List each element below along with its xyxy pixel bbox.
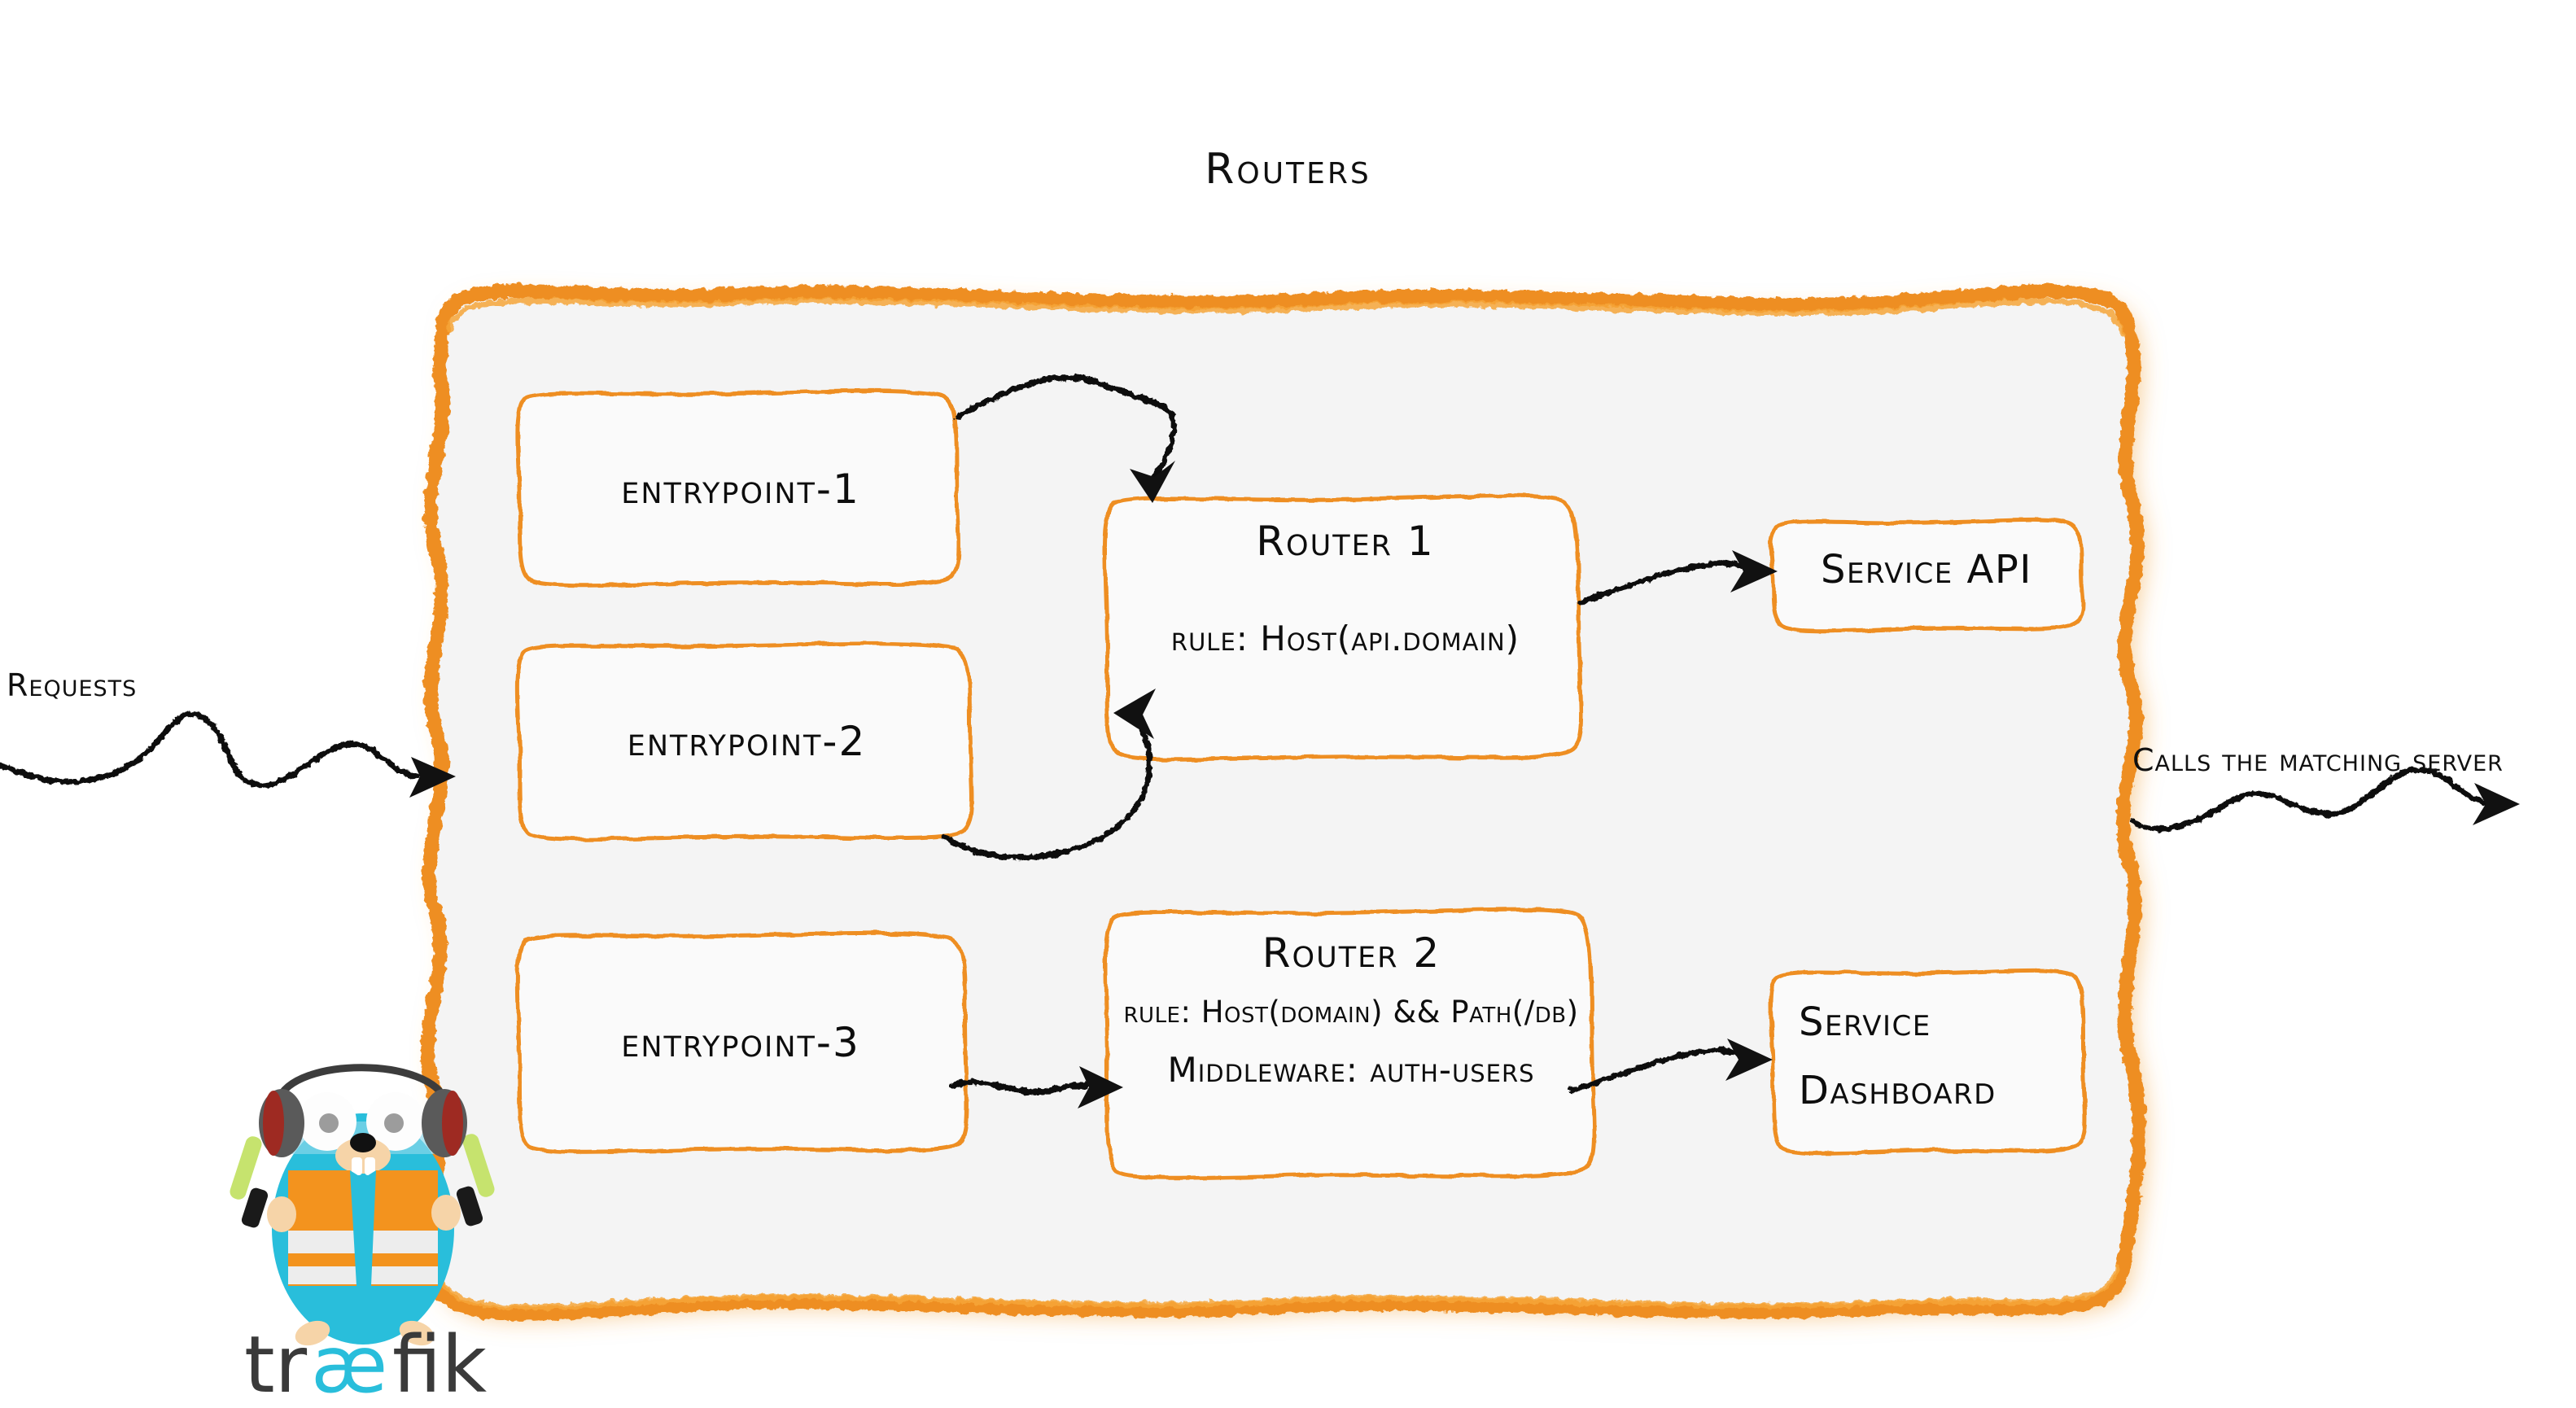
arrow-calls-server xyxy=(2129,767,2486,832)
entrypoint-2-box[interactable] xyxy=(515,641,974,842)
arrow-ep3-router2 xyxy=(949,1079,1089,1095)
arrowhead-ep1-router1 xyxy=(1130,461,1175,503)
headphone-cup-right xyxy=(422,1089,467,1157)
gopher-tooth-left xyxy=(352,1157,362,1175)
router-2-box[interactable] xyxy=(1103,907,1597,1180)
arrow-heads xyxy=(409,461,2520,1108)
traefik-gopher xyxy=(230,1064,495,1346)
gopher-tooth-right xyxy=(365,1157,375,1175)
routers-panel-border xyxy=(420,284,2146,1321)
wordmark-part2: fik xyxy=(392,1327,487,1408)
gopher-hand-left xyxy=(267,1196,296,1232)
arrowhead-router2-dashboard xyxy=(1725,1039,1773,1081)
wordmark-part1: tr xyxy=(244,1327,308,1408)
gopher-pupil-right xyxy=(384,1113,404,1133)
arrowhead-ep2-router1 xyxy=(1113,689,1156,739)
arrowhead-ep3-router2 xyxy=(1078,1066,1123,1108)
headphone-band xyxy=(274,1064,450,1106)
arrowhead-calls-server xyxy=(2473,783,2520,825)
arrowhead-requests xyxy=(409,757,456,798)
gopher-nose xyxy=(350,1133,376,1152)
arrow-router2-dashboard xyxy=(1568,1047,1750,1094)
arrow-ep1-router1 xyxy=(954,374,1177,480)
entrypoint-1-box[interactable] xyxy=(515,388,961,588)
traefik-wordmark: tr æ fik xyxy=(244,1327,487,1408)
safety-vest xyxy=(288,1170,438,1286)
requests-label: Requests xyxy=(7,667,138,703)
glow-stick-right xyxy=(456,1134,495,1227)
gopher-foot-right xyxy=(399,1320,435,1346)
glow-stick-left xyxy=(230,1136,269,1228)
calls-server-label: Calls the matching server xyxy=(2132,742,2504,778)
gopher-hand-right xyxy=(431,1195,461,1231)
arrow-ep2-router1 xyxy=(941,713,1152,861)
headphone-cup-left xyxy=(259,1089,304,1157)
arrows xyxy=(0,374,2486,1095)
gopher-foot-left xyxy=(295,1320,330,1346)
router-1-box[interactable] xyxy=(1103,493,1584,762)
arrowhead-router1-serviceapi xyxy=(1730,550,1778,592)
service-dashboard-box[interactable] xyxy=(1769,968,2088,1156)
arrow-router1-serviceapi xyxy=(1577,560,1755,606)
service-api-box[interactable] xyxy=(1769,517,2086,633)
wordmark-ae: æ xyxy=(311,1327,387,1408)
arrow-requests xyxy=(0,711,420,789)
page-title: Routers xyxy=(1205,145,1371,194)
gopher-pupil-left xyxy=(319,1113,339,1133)
gopher-snout xyxy=(335,1138,391,1174)
entrypoint-3-box[interactable] xyxy=(515,930,969,1154)
